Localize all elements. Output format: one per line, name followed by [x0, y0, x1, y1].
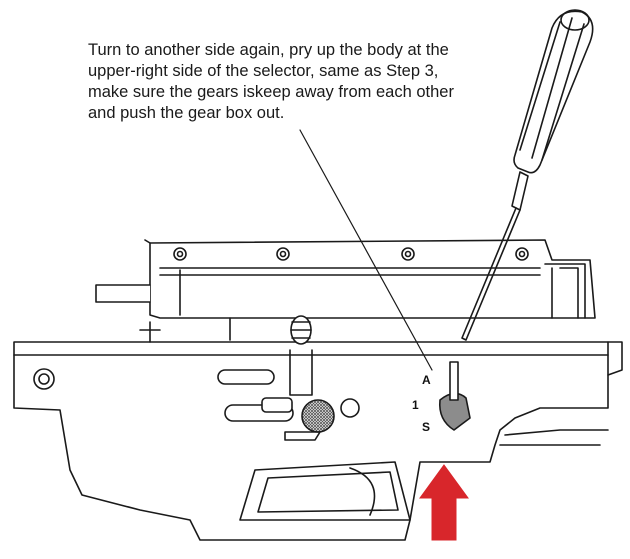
rear-tab — [95, 284, 151, 303]
bolt-catch-slot — [224, 404, 294, 422]
thumbwheel — [301, 399, 335, 433]
up-arrow-icon — [419, 464, 469, 541]
screwdriver-icon — [461, 9, 594, 341]
selector-label-s: S — [422, 420, 431, 434]
trigger — [349, 467, 376, 516]
instruction-line-1: Turn to another side again, pry up the b… — [88, 41, 449, 59]
selector-label-a: A — [422, 373, 431, 387]
fire-selector — [438, 361, 471, 431]
leader-line — [299, 129, 433, 371]
pin-hole — [340, 398, 360, 418]
front-pin — [33, 368, 55, 390]
instruction-line-3: make sure the gears iskeep away from eac… — [88, 83, 454, 101]
lower-receiver — [13, 315, 623, 541]
selector-label-1: 1 — [412, 398, 419, 412]
instruction-line-4: and push the gear box out. — [88, 104, 285, 122]
instruction-line-2: upper-right side of the selector, same a… — [88, 62, 439, 80]
instruction-text: Turn to another side again, pry up the b… — [88, 40, 528, 124]
gear-box — [144, 239, 596, 341]
side-slot — [217, 369, 275, 385]
